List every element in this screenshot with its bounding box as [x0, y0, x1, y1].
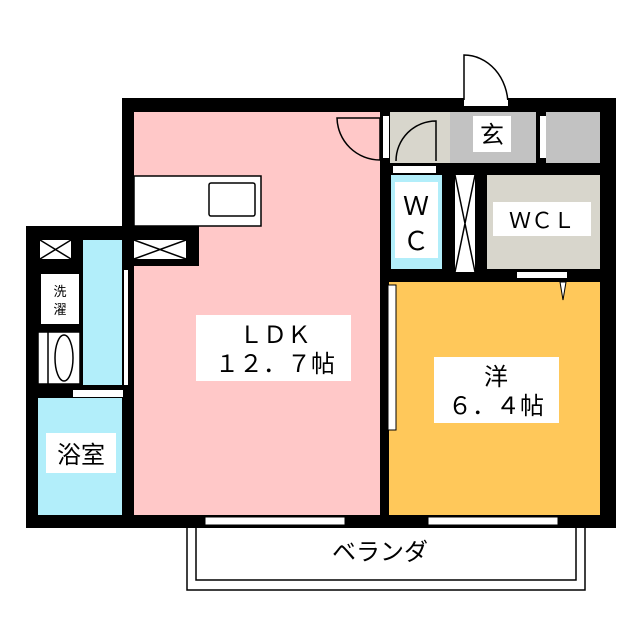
- ldk-window: [204, 516, 346, 526]
- ldk-door-swing: [336, 117, 381, 161]
- wcl-label: ＷＣＬ: [509, 209, 575, 234]
- front-door: [464, 100, 508, 106]
- western-size: ６．４帖: [448, 392, 544, 420]
- wc-door: [393, 166, 436, 173]
- entrance-label: 玄: [480, 121, 504, 149]
- balcony-label: ベランダ: [332, 538, 428, 566]
- duct-x-icon: [133, 239, 187, 260]
- wcl-door: [517, 272, 567, 278]
- washbasin-icon: [37, 331, 81, 385]
- entrance-label-bg: [473, 116, 511, 152]
- washer-label-1: 洗: [53, 285, 66, 300]
- wcl-label-bg: [493, 202, 591, 236]
- western-label-bg: [434, 357, 559, 423]
- wc-label-1: Ｗ: [403, 192, 429, 222]
- pipe-space-x-icon: [454, 174, 476, 273]
- western-slide-door: [387, 284, 397, 431]
- washroom-slide-door: [124, 270, 128, 385]
- front-door-swing: [463, 54, 509, 106]
- wc-door-swing: [395, 120, 437, 162]
- entrance: [450, 112, 600, 163]
- washroom: [83, 240, 122, 385]
- storage-door: [540, 116, 546, 158]
- entrance-hall: [390, 112, 450, 163]
- bath-label-bg: [46, 433, 116, 473]
- ldk-label-bg: [196, 315, 351, 381]
- western-label: 洋: [484, 363, 508, 391]
- hall-door: [383, 116, 389, 158]
- washer-space: [39, 272, 81, 326]
- kitchen-sink: [208, 182, 256, 217]
- wc-label-2: Ｃ: [403, 227, 429, 257]
- wcl-door-marker: [559, 281, 567, 301]
- ldk-room: [134, 112, 380, 515]
- duct-x-icon: [39, 239, 72, 260]
- ldk-label: ＬＤＫ: [239, 321, 311, 349]
- bath-label: 浴室: [57, 441, 105, 469]
- balcony-outline: [186, 528, 586, 591]
- bath-door: [73, 390, 123, 397]
- western-window: [427, 516, 559, 526]
- wc-label-bg: [395, 182, 438, 258]
- washer-label-2: 濯: [53, 303, 66, 318]
- ldk-size: １２．７帖: [215, 350, 335, 378]
